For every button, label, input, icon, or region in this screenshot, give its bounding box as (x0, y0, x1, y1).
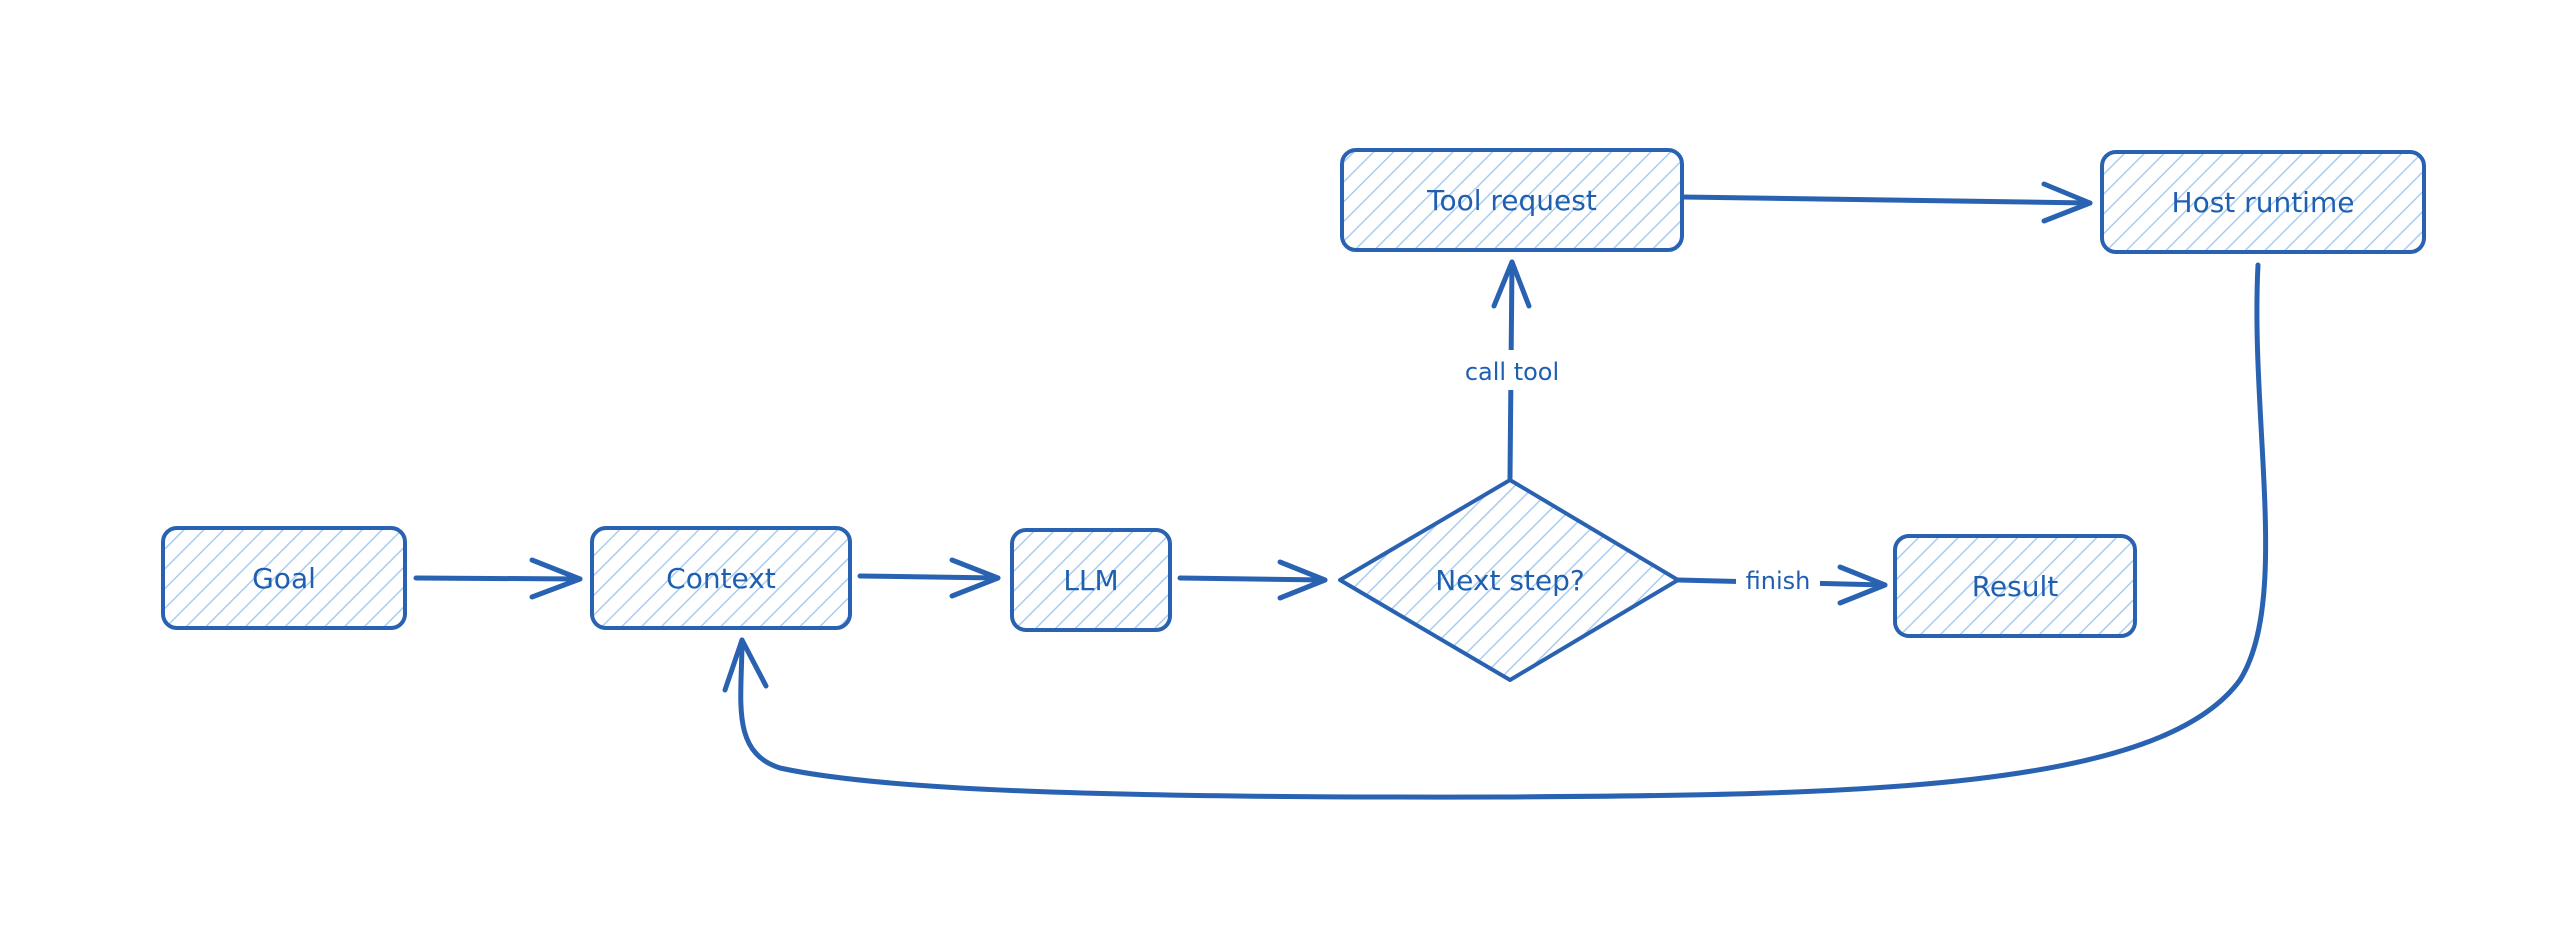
node-context: Context (590, 526, 852, 630)
node-goal: Goal (161, 526, 407, 630)
edge-label-call-tool: call tool (1465, 358, 1559, 386)
node-context-label: Context (666, 562, 776, 595)
edge-host-runtime-to-context (722, 262, 2269, 800)
edge-context-to-llm (857, 557, 1001, 599)
node-llm-label: LLM (1063, 564, 1118, 597)
node-next-step-label: Next step? (1435, 564, 1585, 597)
node-host-runtime-label: Host runtime (2172, 186, 2355, 219)
node-tool-request: Tool request (1340, 148, 1684, 252)
node-llm: LLM (1010, 528, 1172, 632)
node-result-label: Result (1972, 570, 2059, 603)
edge-llm-to-next-step (1177, 559, 1328, 601)
edge-tool-request-to-host-runtime (1679, 181, 2093, 224)
node-tool-request-label: Tool request (1426, 184, 1597, 217)
edge-goal-to-context (413, 557, 583, 600)
edge-label-finish-group: finish (1736, 562, 1820, 598)
node-goal-label: Goal (252, 562, 316, 595)
node-result: Result (1893, 534, 2137, 638)
node-host-runtime: Host runtime (2100, 150, 2426, 254)
edge-label-finish: finish (1746, 567, 1811, 595)
node-next-step: Next step? (1338, 478, 1680, 682)
edge-label-call-tool-group: call tool (1446, 350, 1582, 390)
